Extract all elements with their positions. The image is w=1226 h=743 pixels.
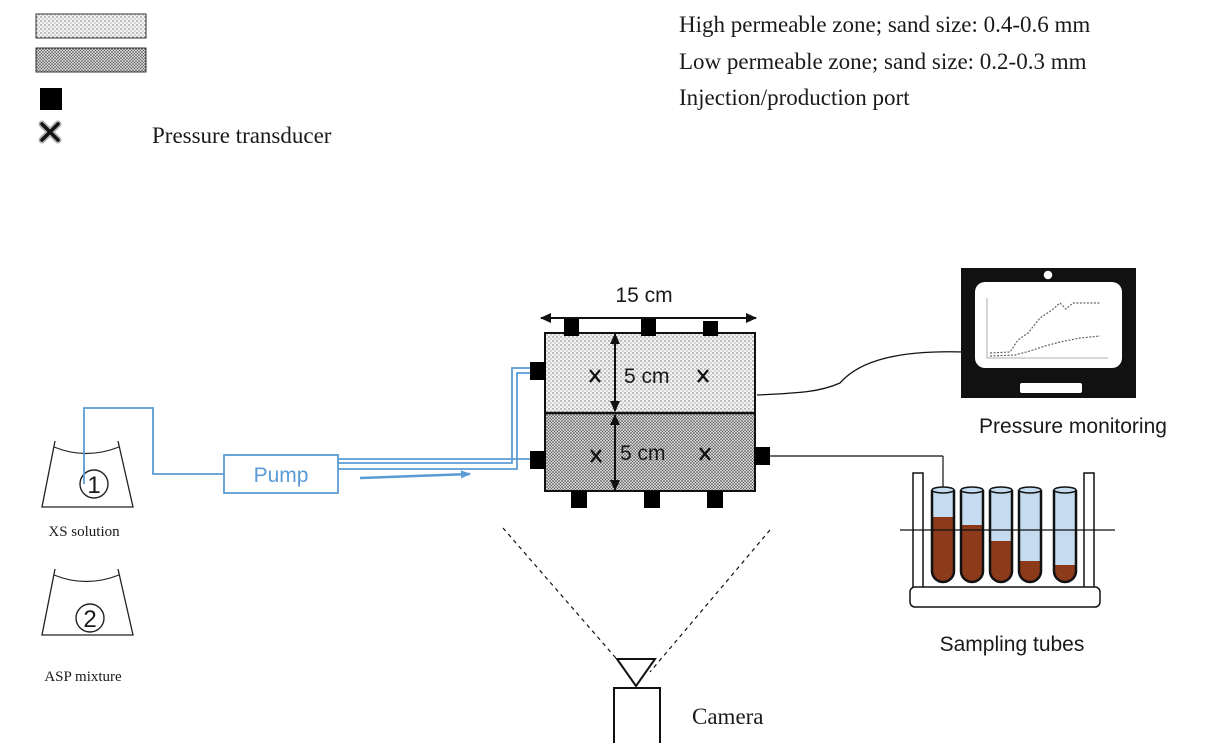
camera-body-icon bbox=[613, 687, 661, 743]
camera-view-line-left bbox=[502, 527, 629, 673]
legend-port-icon bbox=[40, 88, 62, 110]
width-dimension-label: 15 cm bbox=[615, 284, 672, 307]
camera-view-line-right bbox=[649, 529, 771, 673]
legend-low-permeable-swatch bbox=[35, 47, 147, 73]
sample-fluid-3 bbox=[990, 541, 1012, 582]
sampling-tube-outline-1 bbox=[930, 490, 956, 584]
pump-box bbox=[223, 454, 339, 494]
pump: Pump bbox=[223, 454, 339, 494]
beaker-2-label: ASP mixture bbox=[44, 669, 122, 685]
sampling-tube-5 bbox=[1054, 490, 1076, 582]
sampling-tube-lip-1 bbox=[931, 486, 955, 494]
sampling-tube-lip-2 bbox=[960, 486, 984, 494]
sampling-tube-outline-3 bbox=[988, 490, 1014, 584]
legend-high-permeable-swatch bbox=[35, 13, 147, 39]
pressure-monitoring-label: Pressure monitoring bbox=[979, 415, 1167, 438]
pressure-monitor-laptop: Pressure monitoring bbox=[756, 268, 1167, 438]
legend-port-label: Injection/production port bbox=[679, 85, 910, 110]
high-permeable-zone bbox=[544, 332, 756, 414]
transducer-upper-left bbox=[589, 369, 601, 383]
legend-low-zone-label: Low permeable zone; sand size: 0.2-0.3 m… bbox=[679, 49, 1087, 74]
camera-lens-icon bbox=[615, 658, 657, 688]
port-top-2 bbox=[641, 319, 656, 336]
sampling-tube-outline-2 bbox=[959, 490, 985, 584]
sampling-tube-lip-5 bbox=[1053, 486, 1077, 494]
sampling-tube-outline-4 bbox=[1017, 490, 1043, 584]
monitor-axes bbox=[986, 298, 1108, 359]
transducer-upper-right bbox=[697, 369, 709, 383]
sampling-tubes: Sampling tubes bbox=[770, 455, 1115, 656]
beaker-xs-solution: 1 XS solution bbox=[41, 440, 134, 540]
camera: Camera bbox=[502, 527, 771, 743]
injection-line-upper bbox=[338, 367, 530, 464]
sampling-tube-outline-5 bbox=[1052, 490, 1078, 584]
port-top-1 bbox=[564, 319, 579, 336]
webcam-icon bbox=[1042, 269, 1054, 281]
rack-base bbox=[909, 586, 1101, 608]
monitor-cable bbox=[756, 351, 966, 396]
injection-line-upper-2 bbox=[338, 372, 530, 470]
sampling-tubes-label: Sampling tubes bbox=[940, 633, 1085, 656]
sample-fluid-2 bbox=[961, 525, 983, 582]
port-bottom-1 bbox=[571, 491, 587, 508]
sampling-tube-lip-3 bbox=[989, 486, 1013, 494]
transducer-lower-left bbox=[590, 449, 602, 463]
beaker-1-number-circle bbox=[79, 469, 109, 499]
legend-high-zone-label: High permeable zone; sand size: 0.4-0.6 … bbox=[679, 12, 1090, 37]
legend-transducer-icon bbox=[38, 120, 62, 144]
port-top-3 bbox=[703, 321, 718, 336]
upper-height-label: 5 cm bbox=[624, 365, 670, 388]
sample-fluid-1 bbox=[932, 517, 954, 582]
flow-lines bbox=[83, 367, 530, 484]
beaker-asp-mixture: 2 ASP mixture bbox=[41, 568, 134, 685]
port-bottom-3 bbox=[707, 491, 723, 508]
flow-direction-arrow bbox=[359, 470, 471, 480]
sampling-tube-4 bbox=[1019, 490, 1041, 582]
beaker-1-number: 1 bbox=[87, 472, 100, 499]
beaker-2-number: 2 bbox=[83, 606, 96, 633]
port-left-lower bbox=[530, 451, 546, 469]
rack-post-left bbox=[912, 472, 924, 591]
sample-fluid-5 bbox=[1054, 565, 1076, 582]
suction-line bbox=[83, 407, 224, 484]
beaker-2-number-circle bbox=[75, 603, 105, 633]
laptop-trackpad bbox=[1020, 383, 1082, 393]
port-left-upper bbox=[530, 362, 546, 380]
port-bottom-2 bbox=[644, 491, 660, 508]
laptop-screen bbox=[975, 282, 1122, 368]
monitor-curve-lower bbox=[989, 335, 1101, 357]
lower-height-label: 5 cm bbox=[620, 442, 666, 465]
sample-fluid-4 bbox=[1019, 561, 1041, 582]
legend-transducer-label: Pressure transducer bbox=[152, 123, 332, 148]
sand-pack-model: 15 cm 5 cm 5 cm bbox=[530, 284, 770, 508]
port-right bbox=[754, 447, 770, 465]
pump-label: Pump bbox=[254, 464, 309, 487]
rack-post-right bbox=[1083, 472, 1095, 591]
tubes-group bbox=[930, 486, 1078, 584]
beaker-1-label: XS solution bbox=[48, 524, 120, 540]
sampling-tube-lip-4 bbox=[1018, 486, 1042, 494]
transducer-lower-right bbox=[699, 447, 711, 461]
camera-label: Camera bbox=[692, 704, 764, 729]
legend: High permeable zone; sand size: 0.4-0.6 … bbox=[35, 12, 1090, 148]
